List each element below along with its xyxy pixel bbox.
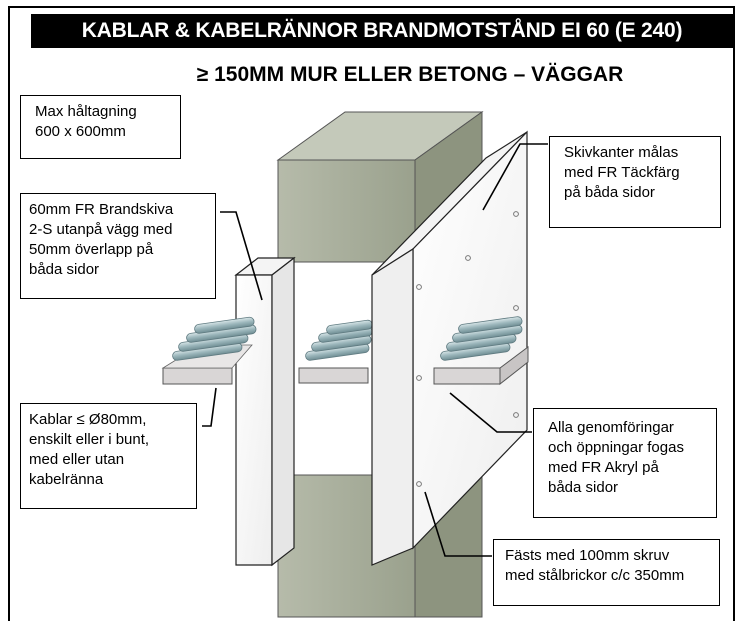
page-frame — [8, 6, 735, 621]
callout-edges-line2: med FR Täckfärg — [564, 164, 680, 181]
callout-cables-line3: med eller utan — [29, 451, 125, 468]
callout-screws: Fästs med 100mm skruv med stålbrickor c/… — [493, 539, 720, 606]
callout-max-opening-line2: 600 x 600mm — [35, 123, 126, 140]
callout-screws-line2: med stålbrickor c/c 350mm — [505, 567, 685, 584]
callout-screws-line1: Fästs med 100mm skruv — [505, 547, 670, 564]
callout-sealant: Alla genomföringar och öppningar fogas m… — [533, 408, 717, 518]
leader-screws — [424, 491, 492, 557]
callout-edges-line3: på båda sidor — [564, 184, 655, 201]
leader-sealant — [449, 392, 532, 433]
callout-board-line1: 60mm FR Brandskiva — [29, 201, 174, 218]
leader-cables — [202, 387, 217, 427]
callout-board-line4: båda sidor — [29, 261, 100, 278]
callout-edges: Skivkanter målas med FR Täckfärg på båda… — [549, 136, 721, 228]
callout-cables: Kablar ≤ Ø80mm, enskilt eller i bunt, me… — [20, 403, 197, 509]
cable-tray-right — [433, 316, 529, 386]
callout-sealant-line3: med FR Akryl på — [548, 459, 659, 476]
cable-tray-middle — [298, 319, 373, 384]
board-rear — [234, 256, 296, 567]
leader-edges — [482, 143, 548, 211]
page-subtitle: ≥ 150MM MUR ELLER BETONG – VÄGGAR — [196, 63, 624, 86]
leader-board — [220, 211, 263, 301]
callout-cables-line1: Kablar ≤ Ø80mm, — [29, 411, 147, 428]
callout-sealant-line2: och öppningar fogas — [548, 439, 684, 456]
cable-tray-left — [161, 316, 257, 385]
callout-sealant-line4: båda sidor — [548, 479, 619, 496]
callout-board-line3: 50mm överlapp på — [29, 241, 154, 258]
page-title: KABLAR & KABELRÄNNOR BRANDMOTSTÅND EI 60… — [31, 14, 733, 48]
callout-board: 60mm FR Brandskiva 2-S utanpå vägg med 5… — [20, 193, 216, 299]
callout-edges-line1: Skivkanter målas — [564, 144, 679, 161]
leader-lines — [202, 143, 548, 557]
callout-board-line2: 2-S utanpå vägg med — [29, 221, 173, 238]
callout-max-opening-line1: Max håltagning — [35, 103, 137, 120]
callout-cables-line4: kabelränna — [29, 471, 104, 488]
callout-sealant-line1: Alla genomföringar — [548, 419, 674, 436]
callout-cables-line2: enskilt eller i bunt, — [29, 431, 150, 448]
callout-max-opening: Max håltagning 600 x 600mm — [20, 95, 181, 159]
